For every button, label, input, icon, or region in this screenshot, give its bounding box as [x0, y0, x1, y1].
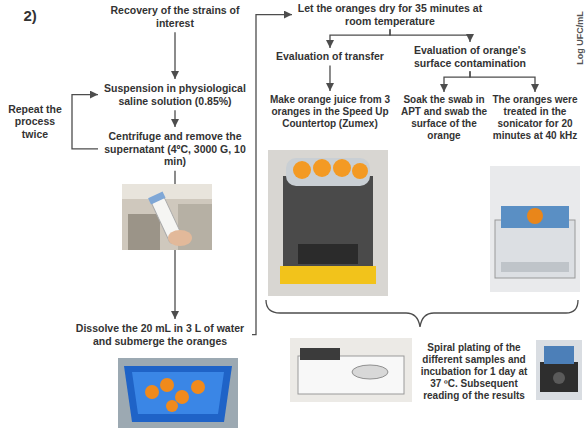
sonicator-photo: [490, 166, 580, 292]
juicer-photo: [268, 150, 388, 296]
step-text-box: Let the oranges dry for 35 minutes at ro…: [295, 2, 485, 27]
photo-wall: [122, 184, 212, 199]
orange-symbol: [293, 161, 311, 179]
step-text-box: Soak the swab in APT and swab the surfac…: [398, 94, 490, 142]
flow-arrow: [330, 29, 390, 48]
step-text: Evaluation of transfer: [276, 50, 384, 63]
step-text-box: Recovery of the strains of interest: [110, 4, 240, 29]
counter-screen: [544, 346, 574, 364]
orange-symbol: [175, 390, 189, 404]
flow-arrow: [174, 110, 175, 127]
juicer-tray: [298, 244, 358, 264]
step-text: Recovery of the strains of interest: [110, 4, 240, 29]
flow-arrow: [329, 66, 330, 91]
step-text-box: Spiral plating of the different samples …: [414, 342, 534, 402]
counter-body: [540, 362, 578, 392]
flow-arrow: [444, 71, 470, 92]
photo-ground: [536, 340, 582, 400]
step-text-box: Evaluation of transfer: [276, 50, 384, 63]
flow-arrow: [174, 32, 175, 79]
step-text-box: Make orange juice from 3 oranges in the …: [265, 94, 395, 130]
step-text: Evaluation of orange's surface contamina…: [395, 44, 545, 69]
plater-body: [298, 356, 404, 394]
basin-photo: [118, 358, 238, 428]
photo-ground: [268, 150, 388, 296]
step-text: Make orange juice from 3 oranges in the …: [265, 94, 395, 130]
photo-ground: [290, 338, 412, 402]
step-text: Dissolve the 20 mL in 3 L of water and s…: [70, 322, 250, 347]
step-text-box: Centrifuge and remove the supernatant (4…: [100, 130, 250, 168]
juicer-lid: [286, 158, 370, 186]
photo-ground: [490, 166, 580, 292]
flow-arrow: [470, 71, 535, 92]
step-text-box: The oranges were treated in the sonicato…: [491, 94, 579, 142]
step-text: Suspension in physiological saline solut…: [100, 82, 250, 107]
orange-symbol: [333, 159, 351, 177]
orange-symbol: [313, 159, 331, 177]
plate-symbol: [352, 365, 388, 379]
step-text-box: Evaluation of orange's surface contamina…: [395, 44, 545, 69]
step-text: Spiral plating of the different samples …: [414, 342, 534, 402]
basin-symbol: [124, 366, 232, 422]
orange-symbol: [352, 163, 368, 179]
plater-panel: [300, 348, 340, 360]
tube-cap: [148, 191, 165, 204]
photo-ground: [122, 184, 212, 250]
orange-symbol: [145, 385, 159, 399]
step-text: Let the oranges dry for 35 minutes at ro…: [295, 2, 485, 27]
step-text: Centrifuge and remove the supernatant (4…: [100, 130, 250, 168]
grouping-bracket: [266, 300, 578, 327]
photo-ground: [118, 358, 238, 428]
panel-number: 2): [24, 7, 37, 24]
step-text: The oranges were treated in the sonicato…: [491, 94, 579, 142]
orange-symbol: [527, 208, 543, 224]
control-panel: [501, 262, 569, 272]
sonicator-bath: [501, 206, 569, 228]
hand-shape: [168, 230, 192, 246]
flow-arrow: [72, 95, 98, 149]
axis-label: Log UFC/mL: [575, 11, 585, 65]
edge-label: Repeat the process twice: [4, 103, 66, 141]
sonicator-body: [495, 220, 575, 278]
juicer-body: [283, 176, 373, 272]
juicer-base: [280, 266, 376, 284]
colony-counter-photo: [536, 340, 582, 400]
spiral-plater-photo: [290, 338, 412, 402]
bench-item: [128, 214, 160, 250]
flow-arrow: [390, 29, 470, 42]
orange-symbol: [191, 380, 205, 394]
orange-symbol: [160, 378, 174, 392]
centrifuge-tube-photo: [122, 184, 212, 250]
counter-lamp: [553, 372, 565, 384]
basin-water: [132, 372, 224, 414]
step-text: Soak the swab in APT and swab the surfac…: [398, 94, 490, 142]
step-text-box: Dissolve the 20 mL in 3 L of water and s…: [70, 322, 250, 347]
step-text-box: Suspension in physiological saline solut…: [100, 82, 250, 107]
orange-symbol: [166, 400, 178, 412]
